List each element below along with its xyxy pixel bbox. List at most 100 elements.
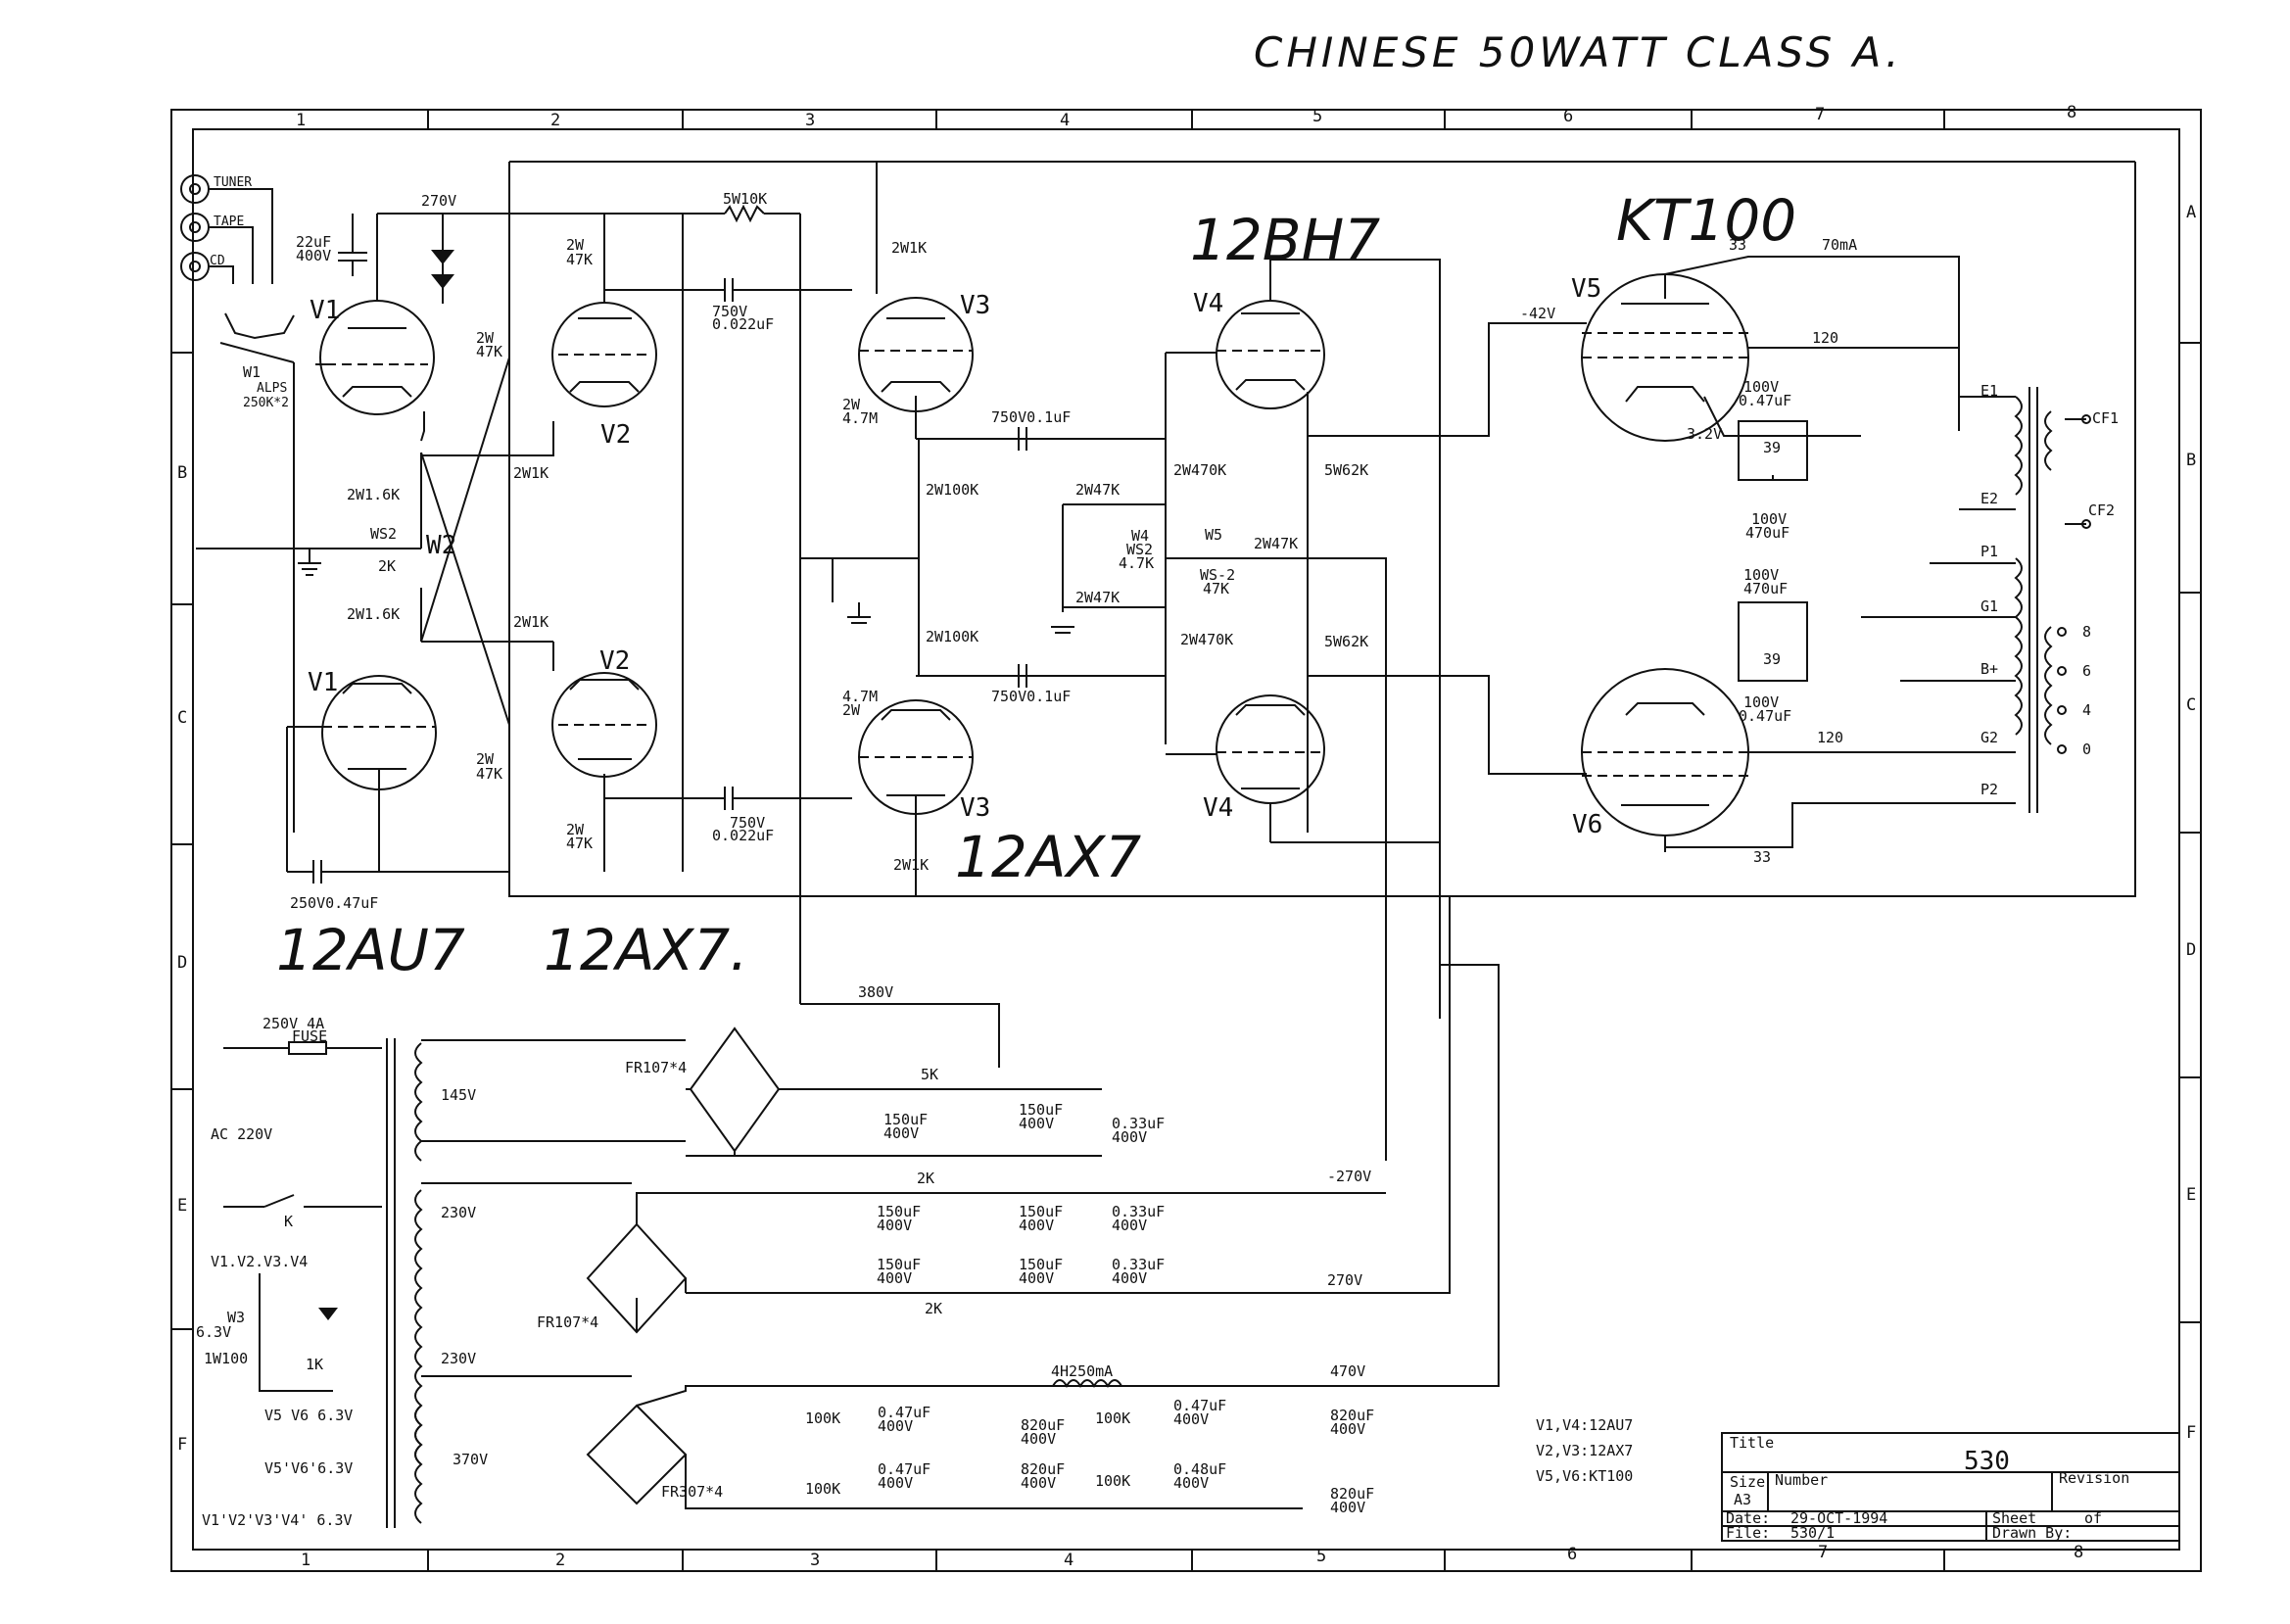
r100k-b: 100K [805,1480,840,1498]
t-0: 0 [2082,740,2091,758]
c047c: 0.47uF [1173,1397,1226,1414]
t12ax7b-hand: 12AX7 [955,824,1141,890]
c100v-d: 100V [1743,693,1779,711]
c150e2-label: 400V [877,1269,912,1287]
c750-b2: 0.022uF [712,827,774,844]
c150a-label: 150uF [883,1111,928,1128]
c22u-label: 22uF [296,233,331,251]
zone-col-5-bottom: 5 [1316,1547,1326,1566]
c047b2: 400V [878,1474,913,1492]
c048-2: 400V [1173,1474,1209,1492]
c820b2: 400V [1021,1474,1056,1492]
t12au7-hand: 12AU7 [276,917,465,983]
tb-file-label: File: [1726,1524,1770,1542]
r2w47m-a: 2W [842,396,861,413]
tb-title: 530 [1964,1447,2010,1476]
c100v-b2: 470uF [1745,524,1789,542]
zone-col-6-bottom: 6 [1567,1545,1577,1564]
c033c2-label: 400V [1112,1269,1147,1287]
w4-sub2: 4.7K [1119,554,1154,572]
c150b-label: 150uF [1019,1101,1063,1119]
v230a-label: 230V [441,1204,476,1221]
r5k-label: 5K [921,1066,938,1083]
r120-a: 120 [1812,329,1838,347]
v2-top-tube [551,214,657,407]
zone-row-c-left: C [177,708,187,728]
c100v-b: 100V [1751,510,1787,528]
v6-label: V6 [1572,810,1602,839]
c150c2-label: 400V [877,1217,912,1234]
r39-b: 39 [1763,650,1781,668]
zone-row-f: F [2186,1423,2196,1443]
c750-a2: 0.022uF [712,315,774,333]
zone-col-1-bottom: 1 [301,1551,310,1570]
v-neg270-label: -270V [1327,1168,1371,1185]
zone-col-3-bottom: 3 [810,1551,820,1570]
w5-sub2: 47K [1203,580,1229,597]
c750v01-a: 750V0.1uF [991,408,1071,426]
tuner-label: TUNER [214,175,252,190]
tb-revision-label: Revision [2059,1469,2129,1487]
choke-label: 4H250mA [1051,1362,1113,1380]
c150c-label: 150uF [877,1203,921,1220]
zone-col-8-top: 8 [2067,103,2076,122]
fuse2-label: FUSE [292,1027,327,1045]
zone-col-2-top: 2 [550,111,560,130]
v32-label: 3.2V [1687,425,1722,443]
c100v-a: 100V [1743,378,1779,396]
r2w47k-a2: 47K [566,251,593,268]
tb-sheet-label: Sheet [1992,1509,2036,1527]
zone-row-b: B [2186,451,2196,470]
w2-sub: WS2 [370,525,397,543]
c150f2-label: 400V [1019,1269,1054,1287]
zone-col-6-top: 6 [1563,107,1573,126]
fr107a-label: FR107*4 [625,1059,687,1076]
r39-a: 39 [1763,439,1781,456]
c150f-label: 150uF [1019,1256,1063,1273]
kt100-hand: KT100 [1616,187,1796,254]
c150e-label: 150uF [877,1256,921,1273]
tb-file: 530/1 [1790,1524,1835,1542]
t-8: 8 [2082,623,2091,641]
r5w10k-label: 5W10K [723,190,767,208]
v1-top-label: V1 [310,296,340,325]
h-v5v6b: V5'V6'6.3V [264,1459,353,1477]
r5w62k-b: 5W62K [1324,633,1368,650]
v63-label: 6.3V [196,1323,231,1341]
bridge-a-icon [689,1027,781,1153]
tube-type-1: V1,V4:12AU7 [1536,1416,1633,1434]
w5-sub1: WS-2 [1200,566,1235,584]
v380-label: 380V [858,983,893,1001]
c048: 0.48uF [1173,1460,1226,1478]
r2w1k-a: 2W1K [891,239,927,257]
r47m-b2: 2W [842,701,861,719]
h-v5v6: V5 V6 6.3V [264,1407,353,1424]
v1-bottom-tube [321,675,437,872]
title-block [1721,1432,2180,1542]
c047b: 0.47uF [878,1460,930,1478]
c750v01-b: 750V0.1uF [991,688,1071,705]
cd-label: CD [210,254,225,268]
w5-label: W5 [1205,526,1222,544]
t-e1: E1 [1980,382,1998,400]
k-label: K [284,1213,293,1230]
c22u-v-label: 400V [296,247,331,264]
tube-type-2: V2,V3:12AX7 [1536,1442,1633,1459]
c100v-c: 100V [1743,566,1779,584]
r2w47k-w4b: 2W47K [1075,589,1120,606]
w4-label: W4 [1131,527,1149,545]
tb-title-label: Title [1730,1434,1774,1452]
c750-b: 750V [730,814,765,832]
t-6: 6 [2082,662,2091,680]
v4-bottom-label: V4 [1203,793,1233,823]
v4-bottom-tube [1216,694,1325,842]
c820d2: 400V [1330,1499,1365,1516]
r2w47m-a2: 4.7M [842,409,878,427]
fuse-label: 250V 4A [262,1015,324,1032]
c100v-a2: 0.47uF [1739,392,1791,409]
r2w47k-w4a: 2W47K [1075,481,1120,499]
r2k-b: 2K [925,1300,942,1317]
zone-col-7-top: 7 [1815,105,1825,124]
t-g2: G2 [1980,729,1998,746]
zone-row-e: E [2186,1185,2196,1205]
